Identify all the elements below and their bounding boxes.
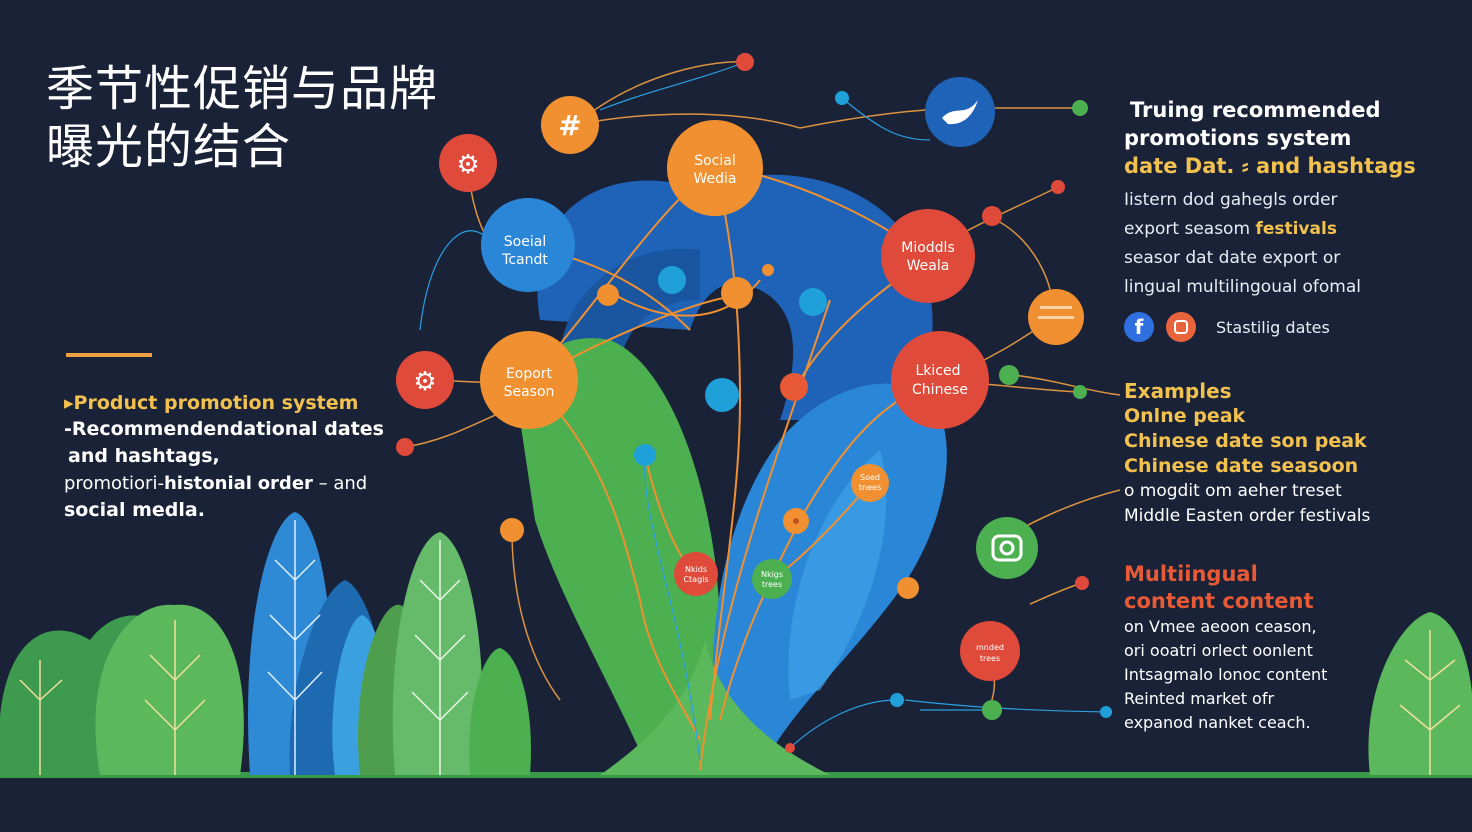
node-middle-media[interactable]: Mioddls Weala [881, 209, 975, 303]
examples-line1: Onlne peak [1124, 405, 1246, 427]
examples-line3: Chinese date seasoon [1124, 455, 1359, 477]
left-heading: Product promotion system [73, 392, 359, 414]
page-title-line2: 曝光的结合 [46, 119, 292, 175]
gear-icon-2[interactable]: ⚙ [396, 351, 454, 409]
node-small-red2-line1: mnded [976, 643, 1004, 652]
node-small-red-line1: Nkids [685, 565, 707, 574]
node-social-trends-line1: Soeial [504, 234, 546, 250]
right-line2-a: export seasom [1124, 219, 1256, 239]
left-divider [66, 353, 152, 357]
node-social-trends[interactable]: Soeial Tcandt [481, 198, 575, 292]
social-row: f Stastilig dates [1124, 312, 1464, 342]
multilingual-heading1: Multiingual [1124, 562, 1258, 586]
right-line2: export seasom festivals [1124, 215, 1464, 244]
right-line4: lingual multilingoual ofomal [1124, 277, 1361, 297]
svg-text:⚙: ⚙ [456, 150, 479, 180]
multilingual-block: Multiingual content content on Vmee aeoo… [1124, 561, 1464, 735]
left-line4-b: histonial [163, 473, 252, 494]
left-line2: -Recommendendational dates [64, 418, 384, 440]
multilingual-heading2: content content [1124, 589, 1314, 613]
node-export-season-line2: Season [504, 384, 555, 400]
left-line4-c: order [257, 473, 313, 494]
left-line4: promotiori-histonial order – and [64, 470, 444, 497]
forest-right [1368, 612, 1472, 775]
node-social-media-line1: Social [694, 153, 736, 169]
right-line2-b: festivals [1255, 219, 1337, 239]
bird-icon[interactable] [925, 77, 995, 147]
node-small-red-line2: Ctagis [683, 575, 708, 584]
node-social-trends-line2: Tcandt [501, 252, 548, 268]
hashtag-icon[interactable]: # [541, 96, 599, 154]
multilingual-line1: on Vmee aeoon ceason, [1124, 617, 1317, 636]
gear-icon[interactable]: ⚙ [439, 134, 497, 192]
node-social-media[interactable]: Social Wedia [667, 120, 763, 216]
right-head1: Truing recommended [1130, 98, 1381, 122]
examples-heading: Examples [1124, 379, 1232, 403]
page-title-line1: 季节性促销与品牌 [46, 61, 439, 117]
right-line3: seasor dat date export or [1124, 248, 1341, 268]
right-head3: date Dat. ⸗ and hashtags [1124, 154, 1416, 178]
node-social-media-line2: Wedia [694, 171, 737, 187]
node-small-green[interactable]: Nkigs trees [752, 559, 792, 599]
social-dates-label: Stastilig dates [1216, 317, 1330, 337]
node-small-red[interactable]: Nkids Ctagis [674, 552, 718, 596]
node-linked-chinese-line1: Lkiced [916, 363, 961, 379]
instagram-icon[interactable] [1166, 312, 1196, 342]
forest-left [0, 512, 531, 775]
examples-line5: Middle Easten order festivals [1124, 506, 1371, 526]
node-linked-chinese-line2: Chinese [912, 382, 968, 398]
node-small-orange-line1: Soed [860, 473, 880, 482]
svg-text:⚙: ⚙ [413, 367, 436, 397]
node-export-season[interactable]: Eoport Season [480, 331, 578, 429]
camera-icon[interactable] [976, 517, 1038, 579]
right-line1: Iistern dod gahegls order [1124, 190, 1338, 210]
left-line4-d: – and [312, 473, 368, 494]
left-text-block: ▸Product promotion system -Recommendenda… [64, 390, 444, 524]
page-title: 季节性促销与品牌 曝光的结合 [46, 60, 516, 176]
node-middle-media-line1: Mioddls [901, 240, 955, 256]
right-text-block: Truing recommended promotions system dat… [1124, 96, 1464, 735]
examples-block: Examples Onlne peak Chinese date son pea… [1124, 378, 1464, 529]
decor-dots [396, 53, 1112, 753]
node-small-red2-line2: trees [980, 654, 1000, 663]
multilingual-line3: Intsagmalo lonoc content [1124, 665, 1328, 684]
examples-line4: o mogdit om aeher treset [1124, 481, 1342, 501]
node-export-season-line1: Eoport [506, 366, 553, 382]
left-line4-a: promotiori- [64, 473, 164, 494]
node-small-orange[interactable]: Soed tnees [851, 464, 889, 502]
node-small-green-line2: trees [762, 580, 782, 589]
node-small-orange-2 [1028, 289, 1084, 345]
node-small-orange-line2: tnees [859, 483, 881, 492]
multilingual-line4: Reinted market ofr [1124, 689, 1275, 708]
left-line5: social medla. [64, 499, 205, 521]
left-line3: and hashtags, [68, 445, 220, 467]
node-small-red-2[interactable]: mnded trees [960, 621, 1020, 681]
right-head2: promotions system [1124, 126, 1352, 150]
node-linked-chinese[interactable]: Lkiced Chinese [891, 331, 989, 429]
left-arrow-icon: ▸ [64, 392, 74, 414]
examples-line2: Chinese date son peak [1124, 430, 1367, 452]
facebook-icon[interactable]: f [1124, 312, 1154, 342]
multilingual-line5: expanod nanket ceach. [1124, 713, 1311, 732]
node-small-green-line1: Nkigs [761, 570, 783, 579]
multilingual-line2: ori ooatri orlect oonlent [1124, 641, 1313, 660]
svg-text:#: # [558, 109, 581, 142]
node-middle-media-line2: Weala [907, 258, 950, 274]
